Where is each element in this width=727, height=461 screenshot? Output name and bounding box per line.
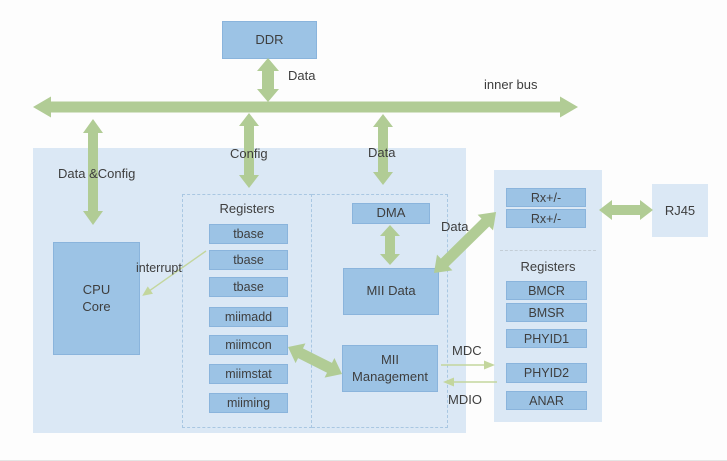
mac-register-tbase-2: tbase	[209, 250, 288, 270]
bus-data-label: Data	[368, 145, 396, 160]
data-config-label: Data &Config	[58, 166, 136, 181]
mdc-label: MDC	[452, 343, 482, 358]
mac-registers-group: Registers tbase tbase tbase miimadd miim…	[182, 194, 312, 428]
ddr-block: DDR	[222, 21, 317, 59]
interrupt-label: interrupt	[136, 261, 182, 275]
inner-bus-arrow	[33, 96, 578, 118]
mac-register-tbase-3: tbase	[209, 277, 288, 297]
inner-bus-label: inner bus	[484, 77, 538, 92]
rx-rj45-arrow	[599, 200, 653, 220]
rx-block-top: Rx+/-	[506, 188, 586, 207]
mac-register-miimadd: miimadd	[209, 307, 288, 327]
phy-register-bmcr: BMCR	[506, 281, 587, 300]
phy-register-phyid2: PHYID2	[506, 363, 587, 383]
mii-group	[312, 194, 448, 428]
mac-register-tbase-1: tbase	[209, 224, 288, 244]
mii-management-block: MII Management	[342, 345, 438, 392]
phy-registers-title: Registers	[520, 259, 576, 274]
phy-register-anar: ANAR	[506, 391, 587, 410]
mdio-label: MDIO	[448, 392, 482, 407]
mac-registers-title: Registers	[219, 201, 275, 216]
phy-register-bmsr: BMSR	[506, 303, 587, 322]
mii-data-block: MII Data	[343, 268, 439, 315]
mii-rx-data-label: Data	[441, 219, 469, 234]
mac-register-miiming: miiming	[209, 393, 288, 413]
rx-block-bottom: Rx+/-	[506, 209, 586, 228]
mac-register-miimstat: miimstat	[209, 364, 288, 384]
ddr-data-label: Data	[288, 68, 316, 83]
rj45-label: RJ45	[664, 203, 696, 218]
rj45-block: RJ45	[652, 184, 708, 237]
cpu-core-block: CPU Core	[53, 242, 140, 355]
dma-block: DMA	[352, 203, 430, 224]
mac-register-miimcon: miimcon	[209, 335, 288, 355]
config-label: Config	[230, 146, 268, 161]
ddr-bus-arrow	[257, 58, 279, 102]
phy-separator	[500, 250, 596, 251]
phy-panel: Rx+/- Rx+/- Registers BMCR BMSR PHYID1 P…	[494, 170, 602, 422]
phy-register-phyid1: PHYID1	[506, 329, 587, 348]
